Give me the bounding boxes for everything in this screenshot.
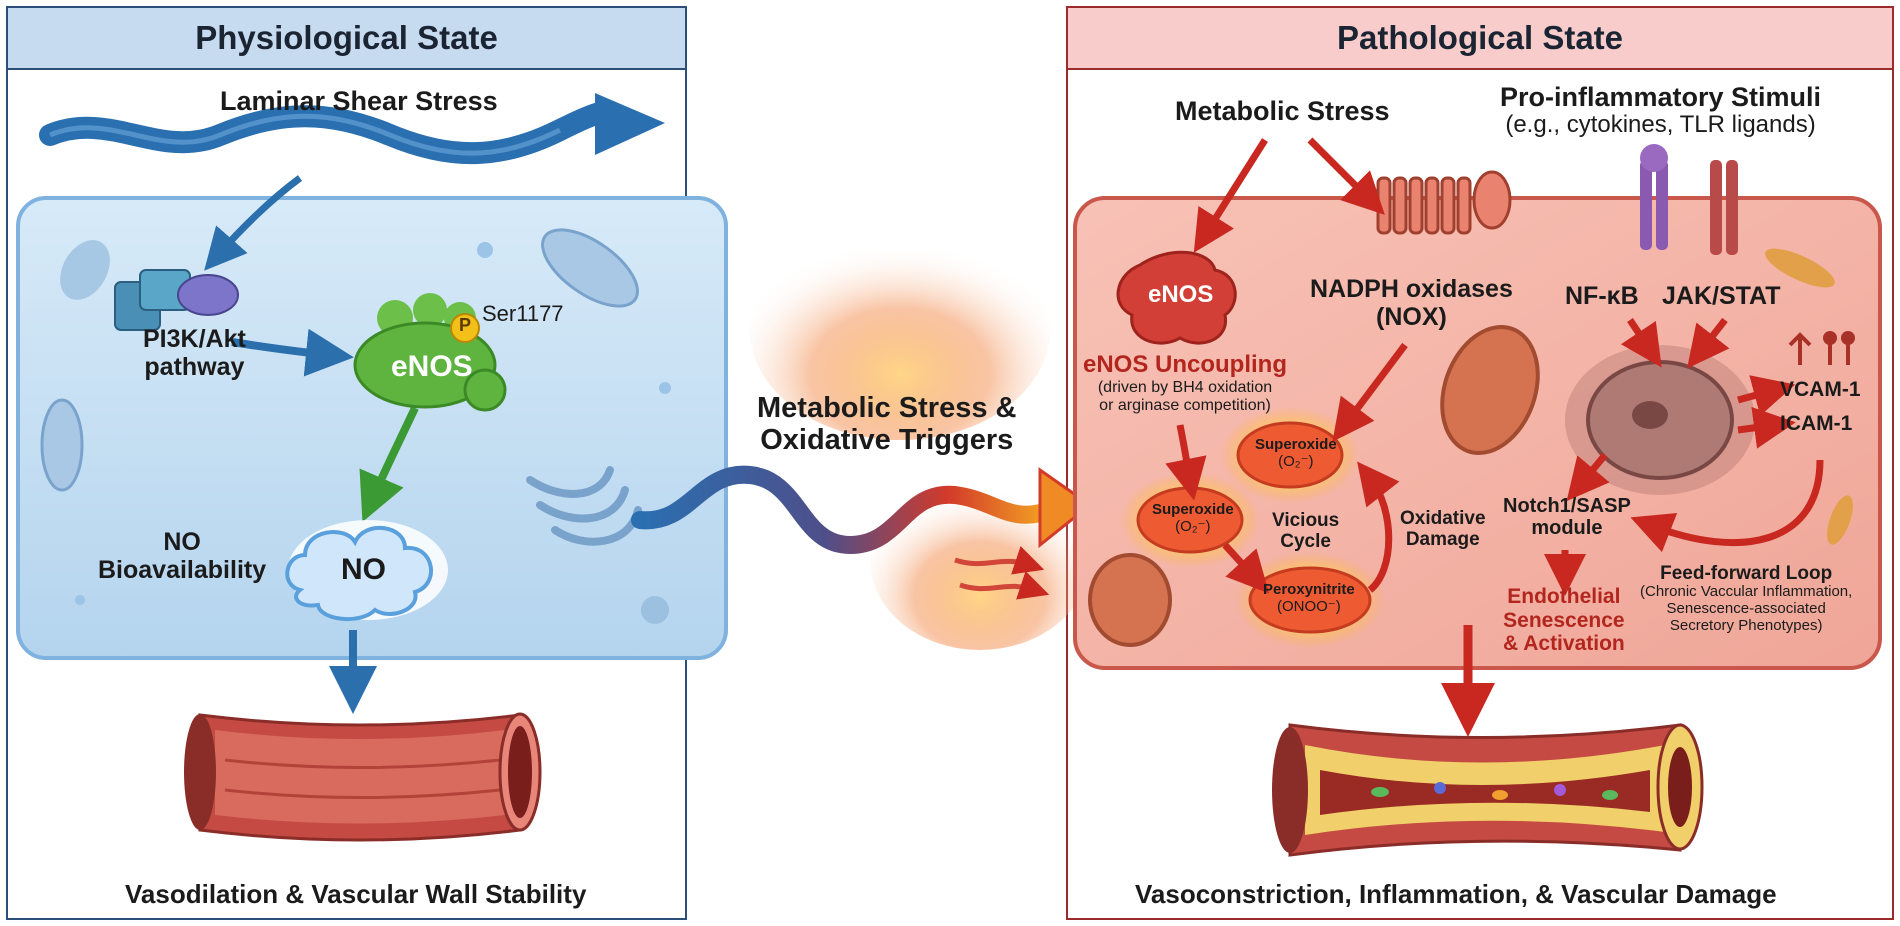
feed-forward-label: Feed-forward Loop (Chronic Vaccular Infl…	[1640, 563, 1853, 634]
metabolic-to-enos-arrow	[1193, 138, 1268, 253]
oxidative-damage-label: Oxidative Damage	[1400, 508, 1486, 551]
jakstat-label: JAK/STAT	[1662, 282, 1781, 310]
peroxynitrite-cloud	[1248, 566, 1372, 634]
mitochondrion-icon	[1088, 553, 1172, 647]
laminar-shear-wave	[39, 93, 665, 165]
shear-stress-label: Laminar Shear Stress	[220, 86, 498, 116]
nucleus-to-vcam-arrow	[1737, 375, 1796, 416]
superoxide-top-cloud	[1236, 421, 1344, 489]
icam-label: ICAM-1	[1780, 412, 1853, 435]
enos-uncoupled-label: eNOS	[1148, 281, 1214, 308]
nox-to-superoxide-arrow	[1332, 342, 1408, 442]
vcam-label: VCAM-1	[1780, 378, 1861, 401]
physiological-title: Physiological State	[8, 8, 685, 70]
enos-label: eNOS	[391, 350, 473, 383]
phospho-badge-label: P	[459, 315, 472, 335]
superoxide-top-label: Superoxide (O₂⁻)	[1255, 436, 1337, 470]
notch-sasp-label: Notch1/SASP module	[1503, 495, 1631, 540]
vesicle-icon	[1765, 248, 1835, 288]
uncoupling-to-superoxide-arrow	[1165, 424, 1207, 501]
peroxynitrite-label: Peroxynitrite (ONOO⁻)	[1263, 581, 1355, 615]
vesicle-icon	[60, 240, 110, 300]
vicious-cycle-label: Vicious Cycle	[1272, 510, 1340, 553]
pi3k-to-enos-arrow	[231, 328, 354, 377]
superoxide-left-label: Superoxide (O₂⁻)	[1152, 501, 1234, 535]
enos-uncoupled-icon	[1116, 250, 1237, 345]
pi3k-akt-label: PI3K/Akt pathway	[143, 325, 246, 381]
damaged-vessel-icon	[1272, 723, 1704, 857]
ser1177-label: Ser1177	[482, 301, 564, 326]
flame-icon	[750, 220, 1050, 440]
nfkb-label: NF-κB	[1565, 282, 1639, 310]
transition-wave	[631, 465, 1093, 600]
pi3k-akt-icon	[114, 269, 239, 331]
receptor-purple-icon	[1640, 144, 1668, 250]
receptor-red-icon	[1710, 160, 1738, 255]
oxidative-damage-arrow	[1357, 461, 1400, 593]
no-cloud-icon	[285, 520, 448, 622]
nucleus-to-notch-arrow	[1566, 452, 1610, 502]
mitochondrion-icon	[1440, 325, 1540, 455]
mitochondrion-icon	[541, 228, 639, 308]
phospho-badge	[450, 313, 480, 343]
feed-forward-arrow	[1630, 459, 1824, 553]
metabolic-to-nox-arrow	[1307, 137, 1385, 215]
pathological-title: Pathological State	[1068, 8, 1892, 70]
enos-to-no-arrow	[359, 406, 419, 523]
metabolic-stress-label: Metabolic Stress	[1175, 96, 1390, 126]
mitochondrion-icon	[40, 398, 84, 492]
jakstat-to-nucleus-arrow	[1687, 317, 1730, 369]
nox-complex-icon	[1376, 170, 1512, 235]
pro-inflammatory-label: Pro-inflammatory Stimuli (e.g., cytokine…	[1500, 82, 1822, 139]
no-cloud-label: NO	[341, 553, 386, 586]
pathological-outcome: Vasoconstriction, Inflammation, & Vascul…	[1135, 879, 1777, 909]
healthy-vessel-icon	[184, 712, 542, 842]
no-bioavailability-label: NO Bioavailability	[98, 528, 267, 584]
nadph-oxidase-label: NADPH oxidases (NOX)	[1310, 275, 1513, 331]
transition-label: Metabolic Stress & Oxidative Triggers	[757, 392, 1017, 457]
endothelial-senescence-label: Endothelial Senescence & Activation	[1503, 585, 1625, 656]
adhesion-molecule-icon	[1788, 331, 1855, 365]
physiological-outcome: Vasodilation & Vascular Wall Stability	[125, 879, 587, 909]
enos-active-icon	[353, 293, 507, 412]
nucleus-icon	[1565, 345, 1755, 495]
enos-uncoupling-label: eNOS Uncoupling (driven by BH4 oxidation…	[1083, 351, 1287, 414]
nfkb-to-nucleus-arrow	[1620, 318, 1662, 368]
shear-to-pi3k-arrow	[204, 175, 303, 271]
nucleus-to-icam-arrow	[1737, 407, 1796, 449]
superoxide-to-peroxynitrite-arrow	[1222, 542, 1270, 594]
